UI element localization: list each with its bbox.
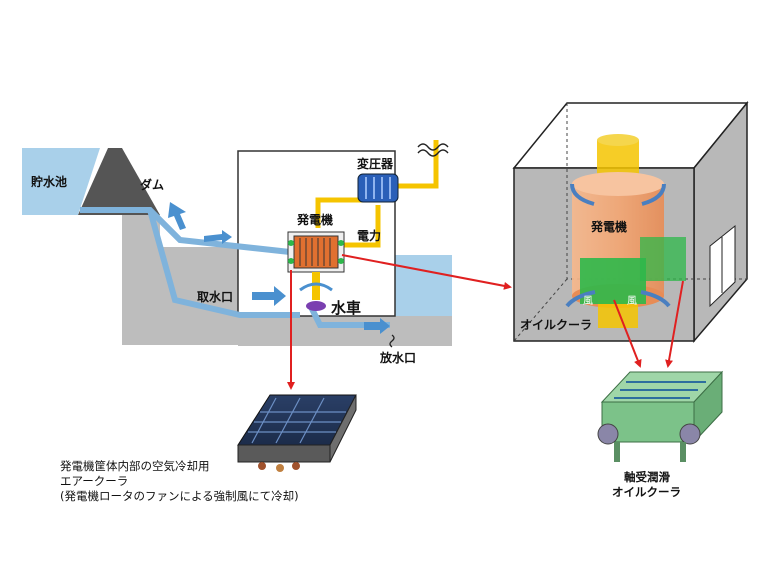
room-inner-edges <box>513 103 747 342</box>
dam <box>78 148 160 215</box>
generator-label: 発電機 <box>296 212 333 227</box>
power-line-2 <box>330 205 381 248</box>
air-arrow-bottom-left <box>565 290 596 308</box>
air-cooler-caption-1: 発電機筐体内部の空気冷却用 <box>60 459 210 473</box>
arrow-to-room <box>341 254 512 290</box>
arrow-to-oil-cooler-2 <box>665 280 684 368</box>
wind-right-label: 風 <box>627 295 637 307</box>
oil-cooler-caption-2: オイルクーラ <box>612 485 681 499</box>
tailrace-water <box>395 255 452 316</box>
penstock <box>80 207 291 255</box>
transformer <box>357 173 399 203</box>
oil-cooler-caption-1: 軸受潤滑 <box>624 470 670 484</box>
air-cooler-caption-2: エアークーラ <box>60 474 128 488</box>
flow-arrow-2 <box>204 230 232 244</box>
wire-symbol <box>417 143 449 157</box>
oil-cooler-image <box>597 370 724 462</box>
reservoir-label: 貯水池 <box>31 174 67 189</box>
air-arrow-bottom-right <box>640 290 671 308</box>
generator-room-3d <box>512 100 749 344</box>
power-label: 電力 <box>357 228 381 243</box>
wind-left-label: 風 <box>583 295 593 307</box>
transformer-label: 変圧器 <box>357 156 394 171</box>
outlet-label: 放水口 <box>379 350 416 365</box>
flow-arrows <box>168 202 390 334</box>
oil-cooler-box-front <box>580 258 646 304</box>
flow-arrow-3 <box>252 286 286 306</box>
air-arrow-top-left <box>570 183 595 206</box>
dam-label: ダム <box>140 177 164 192</box>
oil-cooler-3d-label: オイルクーラ <box>520 318 592 332</box>
reservoir-water <box>22 148 100 215</box>
flow-arrow-1 <box>168 202 186 230</box>
oil-cooler-box-back <box>640 237 686 281</box>
headrace <box>147 209 300 318</box>
air-cooler-caption-3: (発電機ロータのファンによる強制風にて冷却) <box>60 489 299 503</box>
arrow-to-oil-cooler-1 <box>613 299 642 368</box>
outlet-squiggle <box>389 334 395 348</box>
ground-lower <box>238 316 452 346</box>
air-arrow-top-right <box>641 183 666 206</box>
turbine-label: 水車 <box>331 299 361 317</box>
intake-label: 取水口 <box>197 289 233 304</box>
ground <box>122 247 238 345</box>
air-cooler-image <box>237 394 357 472</box>
flow-arrow-4 <box>364 318 390 334</box>
generator-bottom-shaft <box>598 300 638 328</box>
generator-3d-label: 発電機 <box>590 219 627 234</box>
generator-symbol <box>287 231 345 300</box>
turbine-symbol <box>299 282 333 311</box>
